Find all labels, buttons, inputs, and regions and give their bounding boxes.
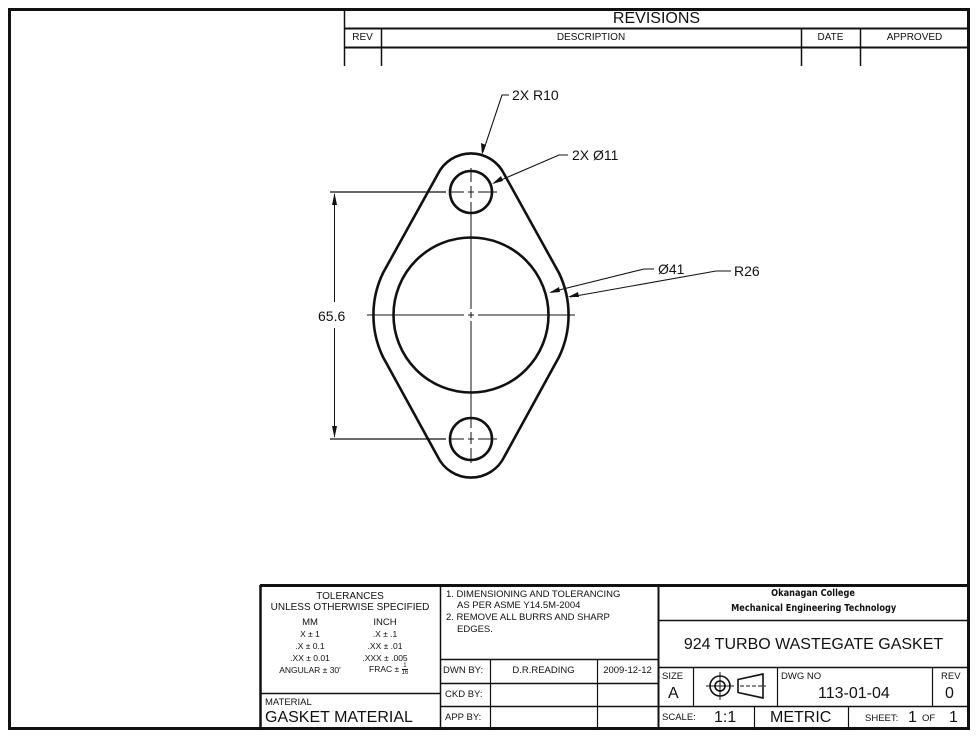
tolerance-mm-0: X ± 1: [300, 629, 320, 639]
leader-lines: [481, 94, 731, 298]
size-label: SIZE: [662, 671, 684, 682]
dwg-no-value: 113-01-04: [818, 685, 890, 702]
tolerance-inch-1: .XX ± .01: [367, 641, 403, 651]
center-lines: [367, 168, 575, 463]
tolerance-mm-1: .X ± 0.1: [295, 641, 325, 651]
sheet-label: SHEET:: [865, 713, 899, 724]
tolerances-mm-label: MM: [302, 617, 318, 628]
tolerances-heading: TOLERANCES: [316, 591, 384, 602]
annotation-outer-radius: R26: [734, 263, 760, 279]
signoff-ckd-label: CKD BY:: [445, 689, 483, 700]
note-2-line-2: EDGES.: [457, 624, 493, 635]
rev-label: REV: [941, 671, 961, 682]
institution-line-1: Okanagan College: [658, 589, 969, 599]
frac-numerator: 1: [401, 663, 409, 670]
revisions-col-rev: REV: [352, 32, 373, 43]
tolerances-subheading: UNLESS OTHERWISE SPECIFIED: [270, 602, 430, 613]
note-2-line-1: 2. REMOVE ALL BURRS AND SHARP: [446, 612, 610, 623]
department-name: Mechanical Engineering Technology: [730, 603, 897, 614]
drawing-title: 924 TURBO WASTEGATE GASKET: [683, 636, 944, 653]
signoff-dwn-name: D.R.READING: [512, 665, 575, 676]
tolerances-inch-label: INCH: [373, 617, 397, 628]
title-block-lines: [259, 584, 969, 729]
institution-name: Okanagan College: [771, 588, 856, 599]
signoff-app-label: APP BY:: [445, 712, 482, 723]
sheet-of-label: OF: [922, 713, 936, 724]
scale-value: 1:1: [714, 709, 737, 726]
tolerance-frac-label: FRAC ±: [369, 663, 400, 674]
sheet-border: [8, 8, 970, 730]
annotation-bolt-hole-diameter: 2X Ø11: [572, 147, 619, 163]
revisions-table-lines: [343, 9, 969, 66]
tolerance-mm-2: .XX ± 0.01: [290, 653, 330, 663]
revisions-col-date: DATE: [817, 32, 844, 43]
material-value: GASKET MATERIAL: [265, 709, 413, 726]
annotation-bore-diameter: Ø41: [658, 261, 685, 277]
annotation-fillet-radius: 2X R10: [512, 87, 559, 103]
revisions-col-approved: APPROVED: [886, 32, 943, 43]
tolerance-inch-2: .XXX ± .005: [362, 653, 408, 663]
tolerance-mm-3: ANGULAR ± 30': [279, 665, 341, 675]
signoff-dwn-date: 2009-12-12: [603, 665, 652, 676]
revisions-title: REVISIONS: [612, 10, 701, 27]
note-1-line-2: AS PER ASME Y14.5M-2004: [457, 600, 581, 611]
sheet-value: 1: [908, 709, 917, 726]
rev-value: 0: [945, 685, 954, 702]
tolerance-fraction: 1 16: [401, 663, 409, 676]
material-label: MATERIAL: [265, 697, 312, 708]
tolerance-inch-0: .X ± .1: [372, 629, 398, 639]
dimension-hole-spacing: [330, 191, 446, 440]
dwg-no-label: DWG NO: [781, 671, 822, 682]
signoff-dwn-label: DWN BY:: [443, 665, 484, 676]
tolerance-inch-3: FRAC ± 1 16: [369, 663, 409, 676]
size-value: A: [668, 685, 679, 702]
frac-denominator: 16: [401, 670, 409, 676]
dimension-hole-spacing-value: 65.6: [318, 308, 346, 324]
sheet-total: 1: [949, 709, 958, 726]
scale-label: SCALE:: [662, 712, 696, 723]
gasket-outer-profile: [372, 152, 570, 479]
units-value: METRIC: [770, 709, 832, 726]
revisions-col-description: DESCRIPTION: [556, 32, 626, 43]
note-1-line-1: 1. DIMENSIONING AND TOLERANCING: [446, 589, 621, 600]
third-angle-projection-icon: [706, 672, 766, 700]
institution-line-2: Mechanical Engineering Technology: [658, 604, 969, 614]
